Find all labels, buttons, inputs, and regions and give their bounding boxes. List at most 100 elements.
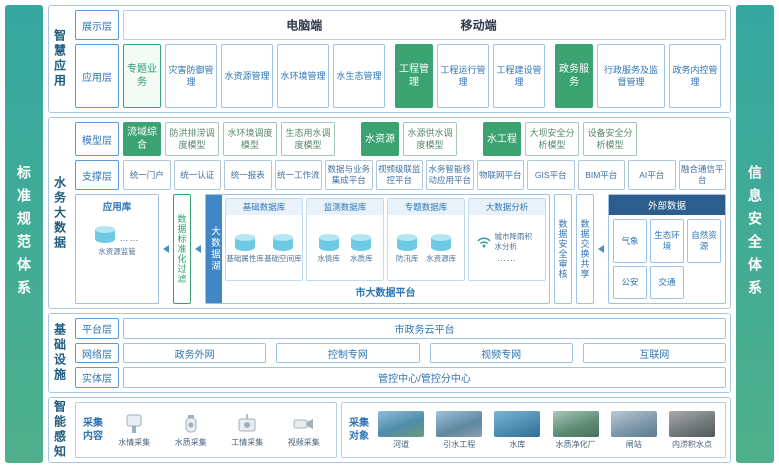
app-item: 工程运行管理 (437, 44, 489, 108)
model-group-water-resources: 水资源 水源供水调度模型 (361, 122, 457, 156)
app-item: 行政服务及监督管理 (597, 44, 665, 108)
model-group-basin: 流域综合 防洪排涝调度模型 水环境调度模型 生态用水调度模型 (123, 122, 335, 156)
right-sidebar-label: 信息安全体系 (747, 165, 763, 303)
collection-object-item: 闸站 (607, 410, 661, 450)
collection-object-item: 水质净化厂 (549, 410, 603, 450)
ellipsis-label: …… (119, 233, 140, 243)
model-item: 水环境调度模型 (223, 122, 277, 156)
data-exchange-share-box: 数据交换共享 (576, 194, 594, 304)
db-label: 水情库 (317, 253, 340, 263)
big-data-analysis-title: 大数据分析 (469, 199, 545, 215)
application-library-title: 应用库 (102, 202, 132, 213)
platform-layer-tag: 平台层 (75, 318, 119, 339)
collection-item-label: 工情采集 (231, 437, 264, 447)
mobile-terminal-label: 移动端 (460, 18, 497, 33)
collection-object-item: 引水工程 (432, 410, 486, 450)
thematic-business-tag: 专题业务 (123, 44, 161, 108)
control-center-box: 管控中心/管控分中心 (123, 367, 726, 389)
application-library-box: 应用库 …… 水资源监管 (75, 194, 159, 304)
support-platform-item: 融合通信平台 (678, 160, 726, 190)
section-label-smart-application: 智慧应用 (52, 29, 67, 89)
waterlogging-point-photo (668, 410, 715, 437)
support-platform-item: 统一门户 (123, 160, 171, 190)
database-cylinder-icon (272, 233, 293, 251)
right-sidebar-security-system: 信息安全体系 (736, 5, 774, 463)
network-item: 控制专网 (276, 342, 420, 364)
river-photo (378, 410, 425, 437)
network-item: 视频专网 (429, 342, 573, 364)
collection-content-item: 水质采集 (165, 413, 218, 448)
engineering-management-tag: 工程管理 (395, 44, 433, 108)
thematic-database-title: 专题数据库 (388, 199, 464, 215)
monitoring-database-title: 监测数据库 (307, 199, 383, 215)
water-quality-probe-icon (185, 414, 197, 432)
ellipsis-label: …… (497, 253, 517, 264)
basic-database-box: 基础数据库 基础属性库 基础空间库 (225, 198, 303, 281)
app-item: 水资源管理 (221, 44, 273, 108)
water-engineering-tag: 水工程 (483, 122, 521, 156)
left-sidebar-standards-system: 标准规范体系 (5, 5, 43, 463)
cctv-camera-icon (293, 418, 313, 429)
big-data-lake-tab: 大数据湖 (206, 195, 222, 303)
gov-cloud-platform-box: 市政务云平台 (123, 318, 726, 339)
reservoir-photo (494, 410, 541, 437)
support-platform-item: 统一工作流 (274, 160, 322, 190)
section-infrastructure: 基础设施 平台层 市政务云平台 网络层 政务外网 控制专网 视频专网 互联网 (48, 313, 731, 393)
left-sidebar-label: 标准规范体系 (16, 165, 32, 303)
db-label: 基础空间库 (264, 253, 302, 263)
collection-objects-label: 采集对象 (349, 418, 369, 442)
basic-database-title: 基础数据库 (226, 199, 302, 215)
db-label: 水资源库 (426, 253, 457, 263)
support-platform-item: AI平台 (628, 160, 676, 190)
external-data-item: 公安 (613, 265, 647, 299)
big-data-lake-box: 大数据湖 基础数据库 基础属性库 基础空间库 (205, 194, 550, 304)
signal-waves-icon (476, 237, 491, 247)
support-platform-item: GIS平台 (527, 160, 575, 190)
big-data-analysis-box: 大数据分析 城市降雨积水分析 (468, 198, 546, 281)
external-data-item: 生态环境 (650, 219, 684, 263)
section-water-big-data: 水务大数据 模型层 流域综合 防洪排涝调度模型 水环境调度模型 生态用水调度模型… (48, 117, 731, 309)
collection-content-item: 工情采集 (221, 413, 274, 448)
collection-item-label: 水质采集 (174, 437, 207, 447)
object-item-label: 水质净化厂 (555, 439, 596, 449)
section-intelligent-sensing: 智能感知 采集内容 水情采集 水 (48, 397, 731, 463)
basin-comprehensive-tag: 流域综合 (123, 122, 161, 156)
application-layer-tag: 应用层 (75, 44, 119, 108)
sluice-gate-photo (610, 410, 657, 437)
support-layer-tag: 支撑层 (75, 160, 119, 190)
support-platform-item: 物联网平台 (476, 160, 524, 190)
entity-layer-tag: 实体层 (75, 367, 119, 389)
model-group-water-engineering: 水工程 大坝安全分析模型 设备安全分析模型 (483, 122, 637, 156)
engineering-sensor-icon (238, 413, 256, 431)
network-item: 互联网 (582, 342, 726, 364)
collection-object-item: 内涝积水点 (665, 410, 719, 450)
arrow-left-icon (598, 245, 604, 253)
database-cylinder-icon (94, 226, 115, 243)
collection-object-item: 河道 (374, 410, 428, 450)
support-platform-item: 水务智能移动应用平台 (426, 160, 474, 190)
section-label-infrastructure: 基础设施 (52, 323, 67, 383)
support-platform-item: 数据与业务集成平台 (325, 160, 373, 190)
section-label-intelligent-sensing: 智能感知 (52, 400, 67, 460)
model-item: 大坝安全分析模型 (525, 122, 579, 156)
arrow-left-icon (163, 245, 169, 253)
collection-object-item: 水库 (490, 410, 544, 450)
data-standardize-filter-box: 数据标准化过滤 (173, 194, 191, 304)
water-diversion-photo (436, 410, 483, 437)
model-item: 设备安全分析模型 (583, 122, 637, 156)
external-data-title: 外部数据 (609, 195, 725, 215)
display-terminals-box: 电脑端 移动端 (123, 10, 726, 40)
city-big-data-platform-label: 市大数据平台 (355, 288, 416, 299)
object-item-label: 河道 (393, 439, 410, 449)
section-smart-application: 智慧应用 展示层 电脑端 移动端 应用层 专题业务 灾害防御管理 水 (48, 5, 731, 113)
arrow-left-icon (195, 245, 201, 253)
database-cylinder-icon (431, 233, 452, 251)
support-platform-item: BIM平台 (577, 160, 625, 190)
app-item: 政务内控管理 (669, 44, 721, 108)
model-item: 防洪排涝调度模型 (165, 122, 219, 156)
purification-plant-photo (552, 410, 599, 437)
db-label: 防汛库 (395, 253, 419, 263)
object-item-label: 引水工程 (443, 439, 476, 449)
app-group-government-service: 政务服务 行政服务及监督管理 政务内控管理 (555, 44, 721, 108)
